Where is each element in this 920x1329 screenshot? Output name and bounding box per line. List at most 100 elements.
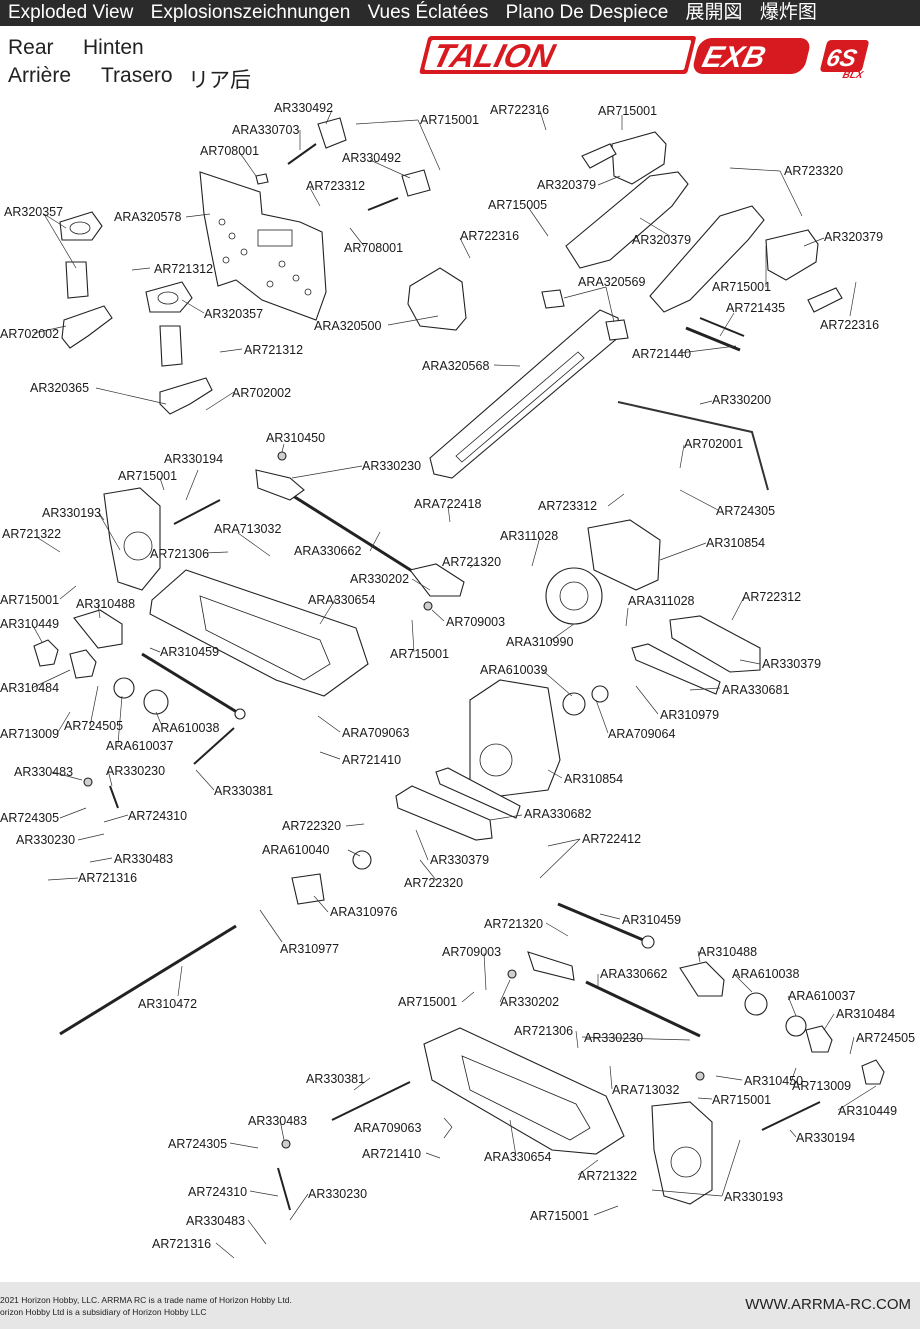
callout-ara330662: ARA330662 — [600, 967, 667, 981]
body-mount-mid-hole — [157, 291, 179, 305]
callout-ar310449: AR310449 — [0, 617, 59, 631]
gearbox-top-cover — [587, 519, 661, 591]
callout-ara610038: ARA610038 — [152, 721, 219, 735]
callout-ara610039: ARA610039 — [480, 663, 547, 677]
callout-ar715001: AR715001 — [390, 647, 449, 661]
body-post-mid — [159, 325, 183, 367]
callout-ar721312: AR721312 — [244, 343, 303, 357]
callout-ar310854: AR310854 — [706, 536, 765, 550]
dogbone-front — [557, 902, 649, 944]
callout-ar715001: AR715001 — [118, 469, 177, 483]
callout-ara610037: ARA610037 — [106, 739, 173, 753]
callout-ar310472: AR310472 — [138, 997, 197, 1011]
footer-website-link[interactable]: WWW.ARRMA-RC.COM — [745, 1296, 911, 1313]
callout-ar724305: AR724305 — [716, 504, 775, 518]
logo-badge: 6S — [824, 45, 860, 72]
callout-ar310459: AR310459 — [160, 645, 219, 659]
callout-ara722418: ARA722418 — [414, 497, 481, 511]
callout-ara709064: ARA709064 — [608, 727, 675, 741]
bearing-rear-1 — [113, 677, 135, 699]
dogbone-front-end — [641, 935, 655, 949]
callout-ar310854: AR310854 — [564, 772, 623, 786]
ball-ar330483-1 — [83, 777, 93, 787]
gearbox-mount — [407, 267, 467, 331]
callout-ara610037: ARA610037 — [788, 989, 855, 1003]
bearing-ara610040 — [352, 850, 372, 870]
callout-ar715001: AR715001 — [712, 280, 771, 294]
shim-center — [591, 685, 609, 703]
callout-ar320357: AR320357 — [204, 307, 263, 321]
nut-front-2 — [805, 1025, 833, 1053]
rod-ar330230-front — [277, 1167, 291, 1211]
ball-ar330202 — [507, 969, 517, 979]
callout-ar330193: AR330193 — [42, 506, 101, 520]
callout-ara320500: ARA320500 — [314, 319, 381, 333]
link-plate-right — [807, 287, 843, 313]
section-label-jp-cn: リア后 — [188, 69, 251, 92]
dogbone-rear — [141, 652, 241, 716]
callout-ar723312: AR723312 — [538, 499, 597, 513]
callout-ar721410: AR721410 — [362, 1147, 421, 1161]
section-label-en: Rear — [8, 36, 54, 59]
callout-ar715001: AR715001 — [530, 1209, 589, 1223]
wing-mount-left — [565, 171, 689, 269]
callout-ara310990: ARA310990 — [506, 635, 573, 649]
callout-ar721312: AR721312 — [154, 262, 213, 276]
bearing-center-1 — [562, 692, 586, 716]
callout-ar723312: AR723312 — [306, 179, 365, 193]
ara330703-rod — [287, 143, 317, 165]
callout-ar330202: AR330202 — [500, 995, 559, 1009]
screw-ar708001-left — [255, 173, 269, 185]
hinge-pin-rear — [193, 727, 235, 765]
callout-ar310488: AR310488 — [698, 945, 757, 959]
callout-ar723320: AR723320 — [784, 164, 843, 178]
header-title-es: Plano De Despiece — [505, 2, 669, 23]
callout-ar722316: AR722316 — [820, 318, 879, 332]
sway-bar — [617, 401, 769, 491]
callout-ar721320: AR721320 — [484, 917, 543, 931]
callout-ar715001: AR715001 — [398, 995, 457, 1009]
callout-ar724310: AR724310 — [188, 1185, 247, 1199]
callout-ar721306: AR721306 — [514, 1024, 573, 1038]
callout-ara320578: ARA320578 — [114, 210, 181, 224]
callout-ar310488: AR310488 — [76, 597, 135, 611]
bearing-front-1 — [744, 992, 768, 1016]
ball-ar310450-rear — [277, 451, 287, 461]
callout-ara709063: ARA709063 — [354, 1121, 421, 1135]
callout-ar721440: AR721440 — [632, 347, 691, 361]
part-callouts: AR330492 ARA330703 AR708001 AR715001 AR3… — [0, 101, 915, 1251]
rod-ar330230-rear — [109, 785, 119, 809]
callout-ar330200: AR330200 — [712, 393, 771, 407]
callout-ara610038: ARA610038 — [732, 967, 799, 981]
callout-ara709063: ARA709063 — [342, 726, 409, 740]
callout-ar330381: AR330381 — [214, 784, 273, 798]
callout-ar724505: AR724505 — [64, 719, 123, 733]
callout-ar310450: AR310450 — [266, 431, 325, 445]
callout-ar722316: AR722316 — [460, 229, 519, 243]
callout-ara330681: ARA330681 — [722, 683, 789, 697]
callout-ar311028: AR311028 — [500, 529, 558, 543]
callout-ar310979: AR310979 — [660, 708, 719, 722]
callout-ar724310: AR724310 — [128, 809, 187, 823]
wing-tube — [429, 309, 621, 479]
footer-bar — [0, 1282, 920, 1329]
callout-ar721316: AR721316 — [152, 1237, 211, 1251]
callout-ar713009: AR713009 — [0, 727, 59, 741]
callout-ar330492: AR330492 — [342, 151, 401, 165]
callout-ara610040: ARA610040 — [262, 843, 329, 857]
header-title-en: Exploded View — [8, 2, 134, 23]
ar320569-bushing-right — [605, 319, 629, 341]
turnbuckle-front-upper — [585, 980, 701, 1038]
leader-lines — [31, 109, 877, 1259]
header-title-jp: 展開図 — [685, 2, 743, 23]
callout-ar709003: AR709003 — [442, 945, 501, 959]
callout-ara713032: ARA713032 — [612, 1083, 679, 1097]
chassis-plate-slot — [257, 229, 293, 247]
callout-ar320379: AR320379 — [632, 233, 691, 247]
body-mount-upper-hole — [69, 221, 91, 235]
section-label-de: Hinten — [83, 36, 144, 59]
ar330492-right — [401, 169, 431, 197]
header-title-de: Explosionszeichnungen — [150, 2, 351, 23]
header-bar: Exploded View Explosionszeichnungen Vues… — [0, 0, 920, 26]
link-ar330202-rear — [409, 563, 465, 597]
